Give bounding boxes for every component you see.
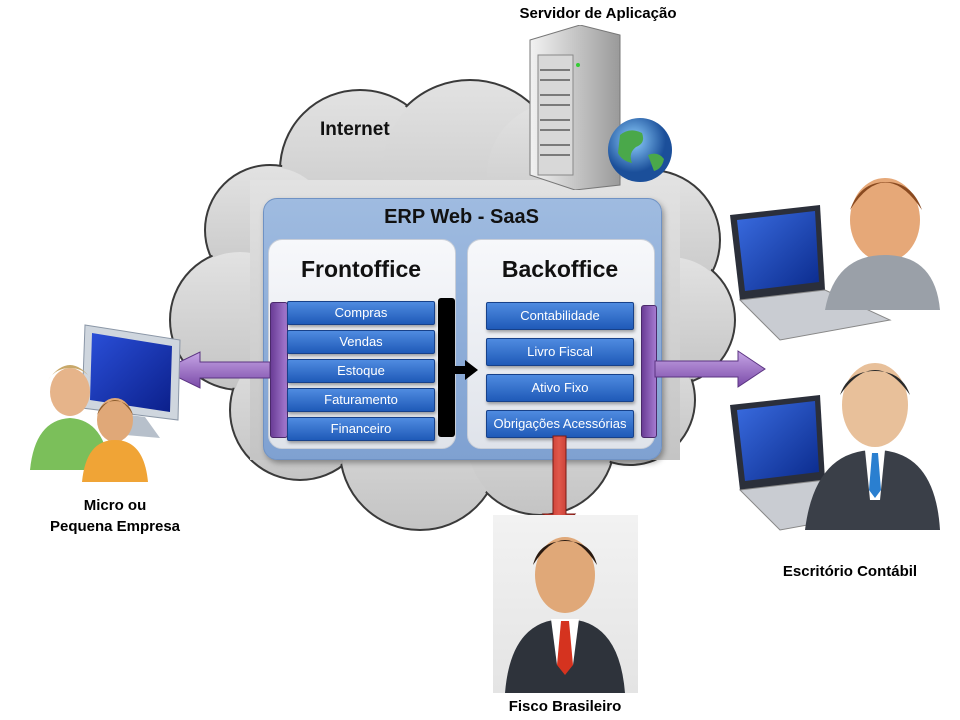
arrow-to-small-business (161, 351, 271, 389)
server-icon (529, 25, 672, 190)
module-financeiro[interactable]: Financeiro (287, 417, 435, 441)
module-livro-fiscal[interactable]: Livro Fiscal (486, 338, 634, 366)
module-ativo-fixo[interactable]: Ativo Fixo (486, 374, 634, 402)
small-business-label-line2: Pequena Empresa (49, 518, 181, 535)
tax-authority-label: Fisco Brasileiro (508, 698, 622, 715)
tax-authority-icon (493, 515, 638, 693)
module-faturamento[interactable]: Faturamento (287, 388, 435, 412)
frontoffice-connector-bar (438, 298, 455, 437)
small-business-label-line1: Micro ou (83, 497, 147, 514)
arrow-front-to-back (455, 360, 478, 380)
arrow-to-accounting-office (654, 350, 766, 388)
frontoffice-title: Frontoffice (300, 256, 422, 282)
accounting-office-label: Escritório Contábil (782, 563, 918, 580)
module-vendas[interactable]: Vendas (287, 330, 435, 354)
backoffice-title: Backoffice (501, 256, 619, 282)
server-label: Servidor de Aplicação (519, 5, 677, 22)
small-business-icon (30, 324, 181, 482)
module-estoque[interactable]: Estoque (287, 359, 435, 383)
internet-label: Internet (320, 119, 390, 140)
accounting-user-1-icon (730, 178, 940, 341)
erp-title: ERP Web - SaaS (384, 206, 539, 228)
accounting-user-2-icon (730, 363, 940, 531)
frontoffice-module-list: Compras Vendas Estoque Faturamento Finan… (287, 301, 435, 441)
module-contabilidade[interactable]: Contabilidade (486, 302, 634, 330)
module-compras[interactable]: Compras (287, 301, 435, 325)
backoffice-module-list: Contabilidade Livro Fiscal Ativo Fixo Ob… (486, 302, 634, 438)
